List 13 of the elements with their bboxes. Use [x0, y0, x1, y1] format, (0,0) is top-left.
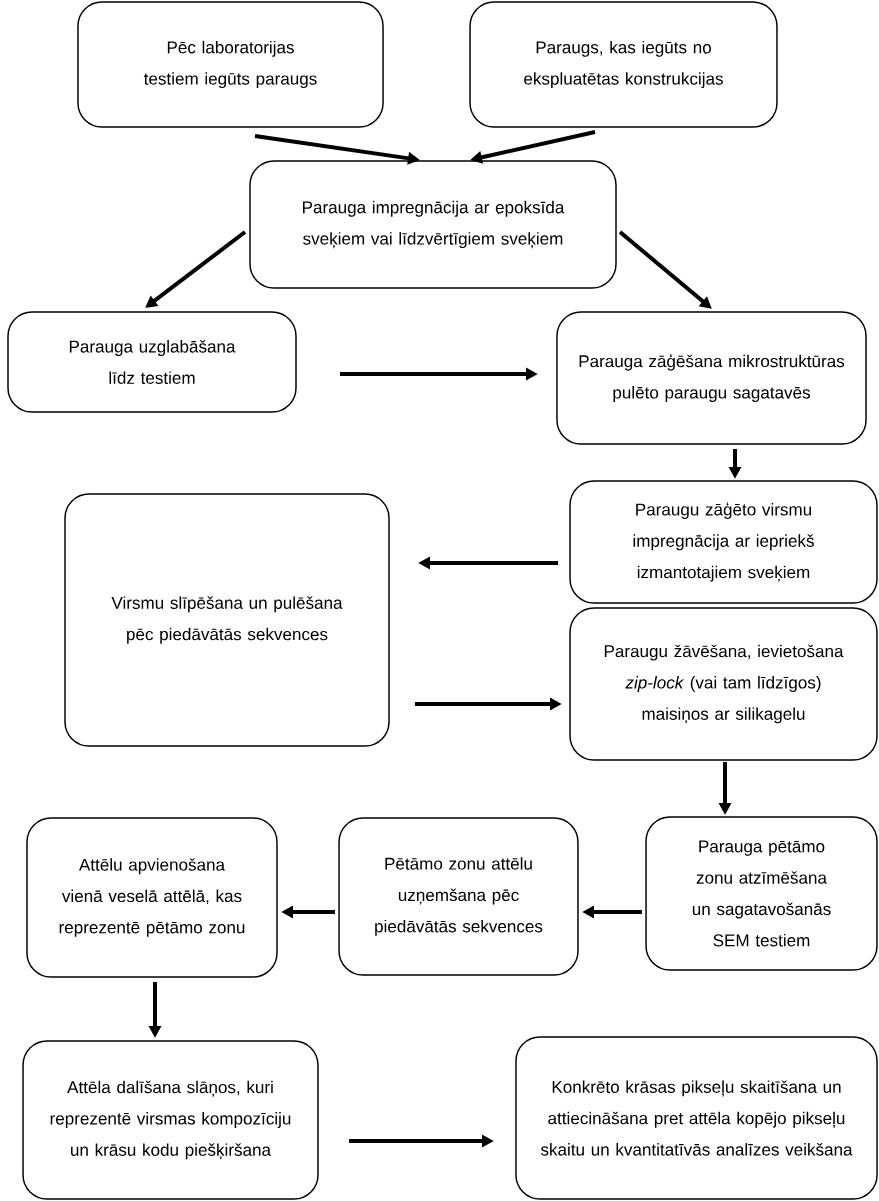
- process-box: Virsmu slīpēšana un pulēšana pēc piedāvātās sekvences: [64, 493, 390, 747]
- process-box: Parauga zāģēšana mikrostruktūras pulēto paraugu sagatavēs: [556, 311, 867, 445]
- process-box: Paraugu zāģēto virsmu impregnācija ar iepriekš izmantotajiem sveķiem: [569, 480, 878, 604]
- process-box: Attēla dalīšana slāņos, kuri reprezentē virsmas kompozīciju un krāsu kodu piešķiršana: [22, 1040, 319, 1200]
- process-box: Parauga impregnācija ar epoksīda sveķiem vai līdzvērtīgiem sveķiem: [249, 160, 617, 289]
- process-box: Attēlu apvienošana vienā veselā attēlā, kas reprezentē pētāmo zonu: [26, 817, 278, 978]
- process-box: Parauga pētāmo zonu atzīmēšana un sagatavošanās SEM testiem: [645, 816, 878, 971]
- process-box: Parauga uzglabāšana līdz testiem: [7, 311, 297, 413]
- process-box: Pētāmo zonu attēlu uzņemšana pēc piedāvātās sekvences: [338, 817, 579, 976]
- process-box: Konkrēto krāsas pikseļu skaitīšana un attiecināšana pret attēla kopējo pikseļu skaitu un kvantitatīvās analīzes veikšana: [515, 1036, 878, 1200]
- process-box: Paraugs, kas iegūts no ekspluatētas konstrukcijas: [469, 1, 778, 128]
- process-box: Paraugu žāvēšana, ievietošana zip-lock (vai tam līdzīgos) maisiņos ar silikagelu: [569, 607, 878, 761]
- process-box: Pēc laboratorijas testiem iegūts paraugs: [77, 1, 384, 128]
